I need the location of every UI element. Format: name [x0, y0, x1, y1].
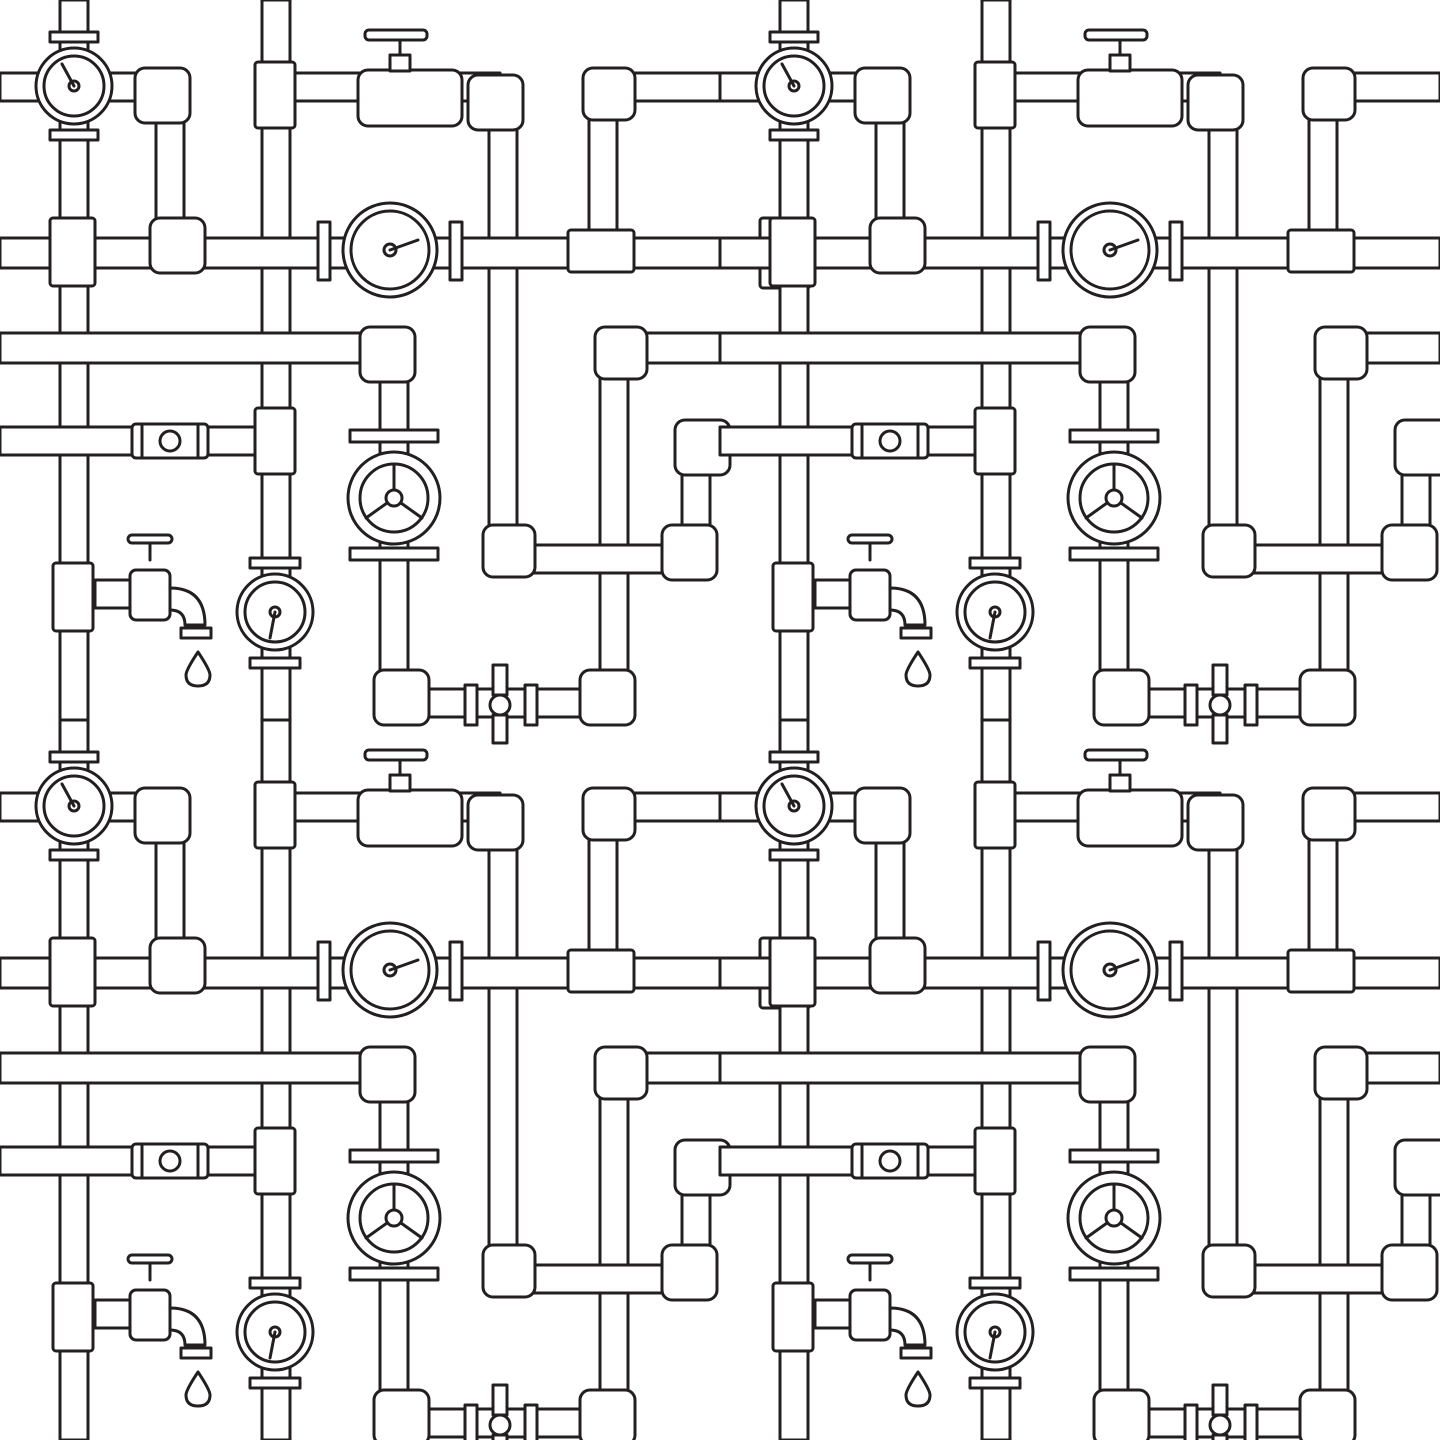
- pattern-tile-bottom-left: [0, 718, 812, 1440]
- pattern-tile-top-right: [718, 0, 1440, 745]
- pattern-tile-bottom-right: [718, 718, 1440, 1440]
- pattern-tile-top-left: [0, 0, 812, 745]
